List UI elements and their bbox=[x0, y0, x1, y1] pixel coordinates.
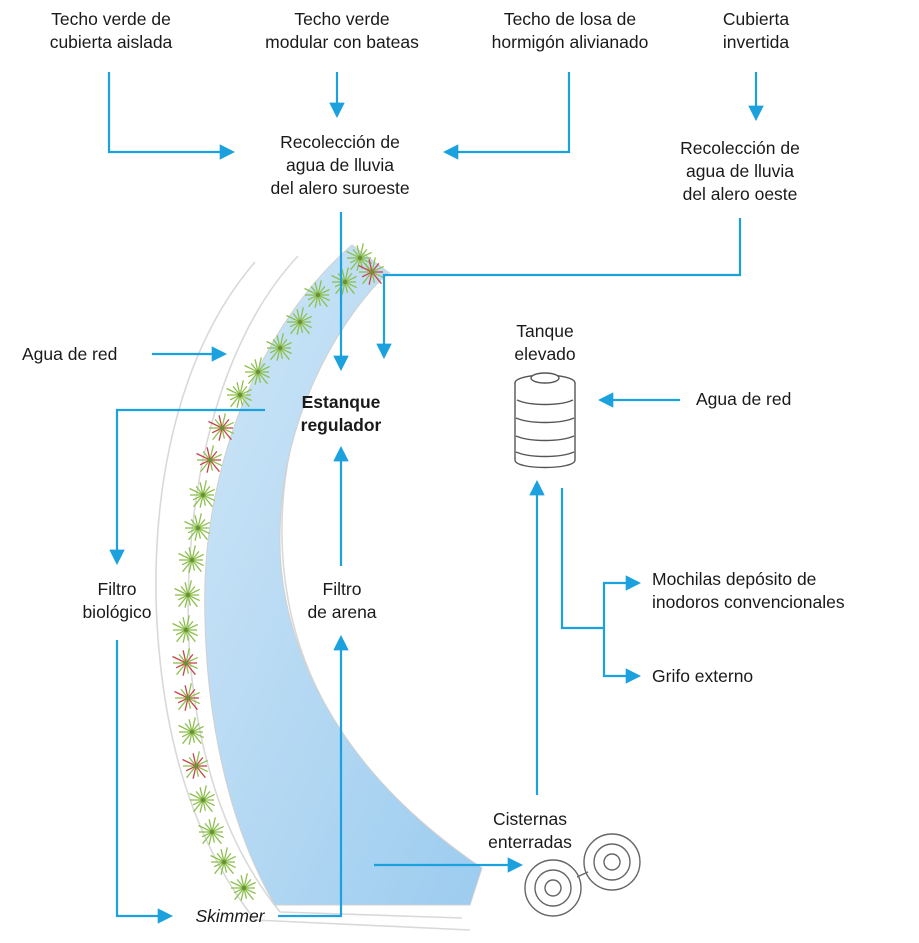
arrow-mochilas bbox=[604, 583, 638, 628]
label-agua-red-left: Agua de red bbox=[22, 343, 117, 366]
plant-icon bbox=[175, 580, 200, 607]
plant-icon bbox=[173, 615, 198, 642]
plant-icon bbox=[179, 545, 204, 572]
plant-icon bbox=[183, 751, 208, 778]
arrow-grifo bbox=[604, 628, 638, 676]
estanque-pond bbox=[205, 245, 482, 905]
label-agua-red-right: Agua de red bbox=[696, 388, 791, 411]
arrow-tanque-dist bbox=[562, 488, 604, 628]
plant-icon bbox=[231, 873, 256, 900]
plant-icon bbox=[185, 513, 210, 540]
label-grifo-externo: Grifo externo bbox=[652, 665, 753, 688]
plant-icon bbox=[173, 648, 198, 675]
arrow-losa bbox=[446, 72, 569, 152]
tanque-elevado-icon bbox=[515, 373, 575, 468]
plant-icon bbox=[211, 847, 236, 874]
label-skimmer: Skimmer bbox=[180, 905, 280, 928]
plant-icon bbox=[197, 445, 222, 472]
plant-icon bbox=[209, 413, 234, 440]
plant-icon bbox=[190, 480, 215, 507]
arrow-aislada bbox=[109, 72, 232, 152]
